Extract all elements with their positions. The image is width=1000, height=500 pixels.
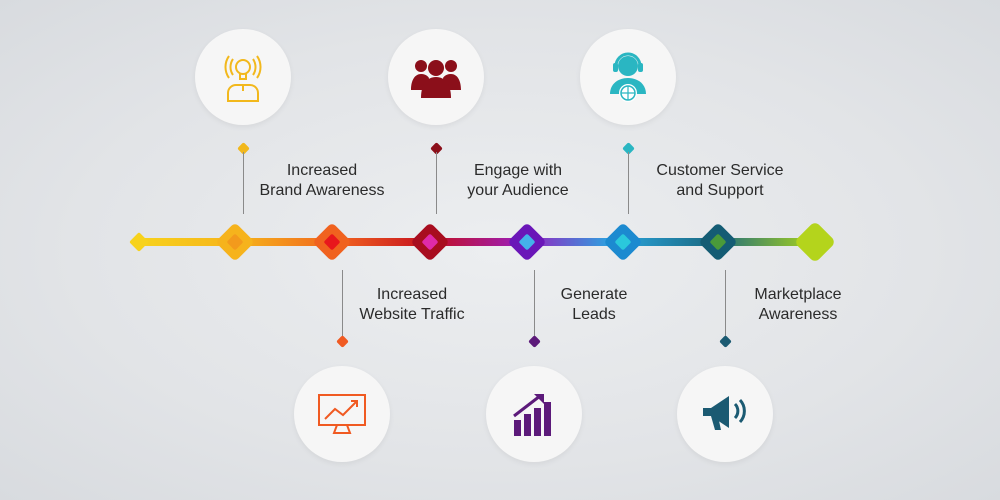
label-line: your Audience xyxy=(467,182,569,199)
label-line: Generate xyxy=(560,286,628,303)
engage-audience-label: Engage with your Audience xyxy=(418,161,618,201)
customer-service-icon-circle xyxy=(580,29,676,125)
brand-awareness-connector xyxy=(243,152,244,214)
customer-service-connector xyxy=(628,152,629,214)
label-line: Leads xyxy=(572,306,616,323)
timeline-node xyxy=(509,224,545,260)
timeline-node xyxy=(412,224,448,260)
label-line: Awareness xyxy=(758,306,838,323)
label-line: and Support xyxy=(676,182,764,199)
timeline-start-node xyxy=(129,232,149,252)
timeline-node xyxy=(217,224,253,260)
headset-support-icon xyxy=(610,52,646,102)
marketplace-awareness-connector xyxy=(725,270,726,336)
lightbulb-person-icon xyxy=(224,55,262,102)
label-line: Increased xyxy=(376,286,448,303)
website-traffic-icon-circle xyxy=(294,366,390,462)
label-line: Increased xyxy=(286,162,358,179)
marketplace-awareness-icon-circle xyxy=(677,366,773,462)
label-line: Brand Awareness xyxy=(259,182,385,199)
label-line: Customer Service xyxy=(656,162,784,179)
engage-audience-icon-circle xyxy=(388,29,484,125)
engage-audience-connector xyxy=(436,152,437,214)
generate-leads-icon-circle xyxy=(486,366,582,462)
timeline-node xyxy=(605,224,641,260)
label-line: Website Traffic xyxy=(359,306,465,323)
timeline-node xyxy=(314,224,350,260)
label-line: Marketplace xyxy=(754,286,842,303)
megaphone-icon xyxy=(703,396,746,430)
label-line: Engage with xyxy=(473,162,563,179)
monitor-chart-icon xyxy=(318,394,366,434)
bar-chart-arrow-icon xyxy=(513,394,551,436)
generate-leads-connector xyxy=(534,270,535,336)
group-icon xyxy=(411,60,461,98)
website-traffic-connector xyxy=(342,270,343,336)
customer-service-label: Customer Service and Support xyxy=(620,161,820,201)
timeline-end-node xyxy=(796,223,834,261)
brand-awareness-icon-circle xyxy=(195,29,291,125)
timeline-node xyxy=(700,224,736,260)
